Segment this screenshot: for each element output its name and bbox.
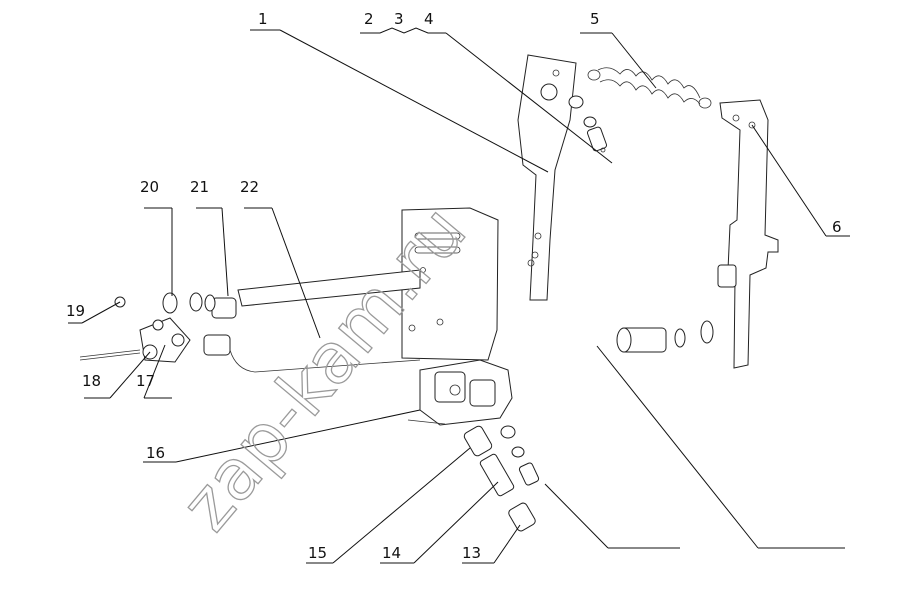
callout-16: 16 (146, 444, 165, 462)
bolt-assembly-right (616, 320, 714, 353)
fittings-parts-13-15 (463, 425, 540, 532)
callout-17: 17 (136, 372, 155, 390)
leader-lines (68, 27, 850, 564)
sensor-parts-17-18 (79, 317, 191, 363)
shaft-rod-parts-20-22 (114, 269, 421, 373)
pedal-bracket-part-1 (517, 54, 577, 301)
callout-4: 4 (424, 10, 434, 28)
callout-19: 19 (66, 302, 85, 320)
callout-6: 6 (832, 218, 842, 236)
callout-18: 18 (82, 372, 101, 390)
mounting-plate (401, 207, 499, 361)
callout-22: 22 (240, 178, 259, 196)
callout-5: 5 (590, 10, 600, 28)
lever-part-6 (717, 99, 779, 369)
callout-labels: 1 2 3 4 5 6 13 14 15 16 17 18 19 20 21 2… (66, 10, 842, 562)
callout-13: 13 (462, 544, 481, 562)
callout-2: 2 (364, 10, 374, 28)
callout-15: 15 (308, 544, 327, 562)
small-fasteners-top (568, 95, 607, 153)
callout-21: 21 (190, 178, 209, 196)
callout-3: 3 (394, 10, 404, 28)
callout-14: 14 (382, 544, 401, 562)
callout-1: 1 (258, 10, 268, 28)
valve-body-part-16 (407, 359, 513, 426)
callout-20: 20 (140, 178, 159, 196)
spring-part-5 (587, 67, 712, 109)
